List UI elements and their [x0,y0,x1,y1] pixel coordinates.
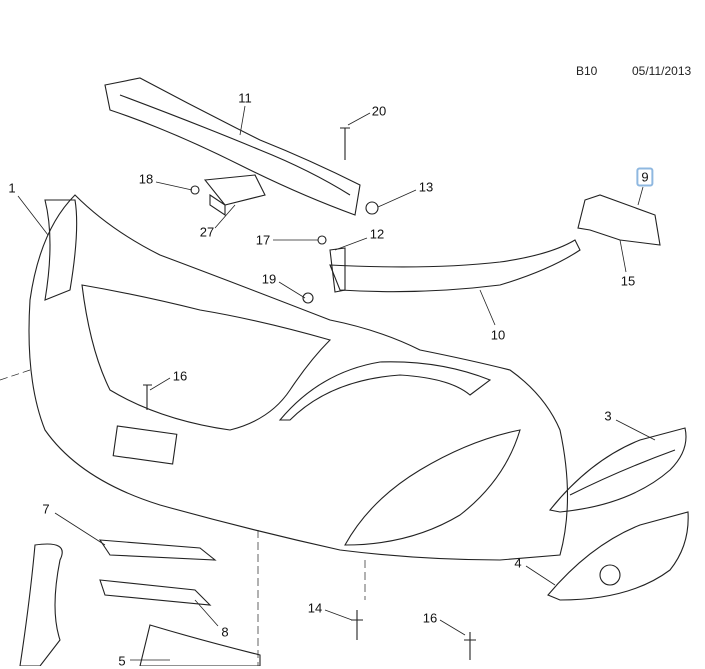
callout-16-upper[interactable]: 16 [172,368,188,384]
callout-27[interactable]: 27 [199,224,215,240]
callout-13[interactable]: 13 [418,179,434,195]
trim-7[interactable] [98,539,217,561]
bumper-reinforcement[interactable] [104,77,361,216]
callout-5[interactable]: 5 [118,653,126,669]
callout-10[interactable]: 10 [490,327,506,343]
callout-3[interactable]: 3 [604,408,612,424]
diagram-code: B10 [576,64,598,78]
callout-9-selected[interactable]: 9 [636,167,654,187]
grille-insert-3[interactable] [549,427,687,513]
callout-18[interactable]: 18 [138,171,154,187]
callout-20[interactable]: 20 [371,103,387,119]
fog-lamp-cover-4[interactable] [547,511,689,601]
callout-4[interactable]: 4 [514,555,522,571]
callout-7[interactable]: 7 [42,501,50,517]
callout-19[interactable]: 19 [261,271,277,287]
callout-14[interactable]: 14 [307,600,323,616]
bracket-9[interactable] [577,194,661,246]
centerlines [0,369,366,666]
callout-1[interactable]: 1 [8,180,16,196]
bracket-27[interactable] [203,174,266,217]
diagram-date: 05/11/2013 [632,64,692,78]
trim-8[interactable] [99,579,212,606]
support-10[interactable] [329,239,581,293]
trim-5[interactable] [139,624,261,666]
callout-11[interactable]: 11 [238,90,252,106]
leader-lines [17,105,656,661]
callout-12[interactable]: 12 [369,226,385,242]
callout-15[interactable]: 15 [620,273,636,289]
callout-8[interactable]: 8 [221,624,229,640]
fasteners [143,127,476,660]
callout-17[interactable]: 17 [255,232,271,248]
callout-16-lower[interactable]: 16 [422,610,438,626]
bumper-cover[interactable] [28,194,569,561]
